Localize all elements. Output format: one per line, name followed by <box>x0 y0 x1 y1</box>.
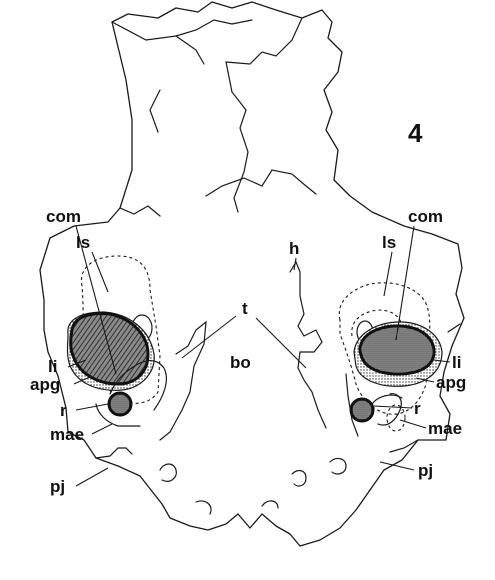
leader-pj-left <box>76 468 108 486</box>
label-bo: bo <box>230 353 251 372</box>
label-ls-left: ls <box>76 233 90 252</box>
figure-number: 4 <box>408 118 423 148</box>
label-apg-right: apg <box>436 373 466 392</box>
label-com-left: com <box>46 207 81 226</box>
label-h: h <box>289 239 299 258</box>
label-ls-right: ls <box>382 233 396 252</box>
label-mae-left: mae <box>50 425 84 444</box>
label-com-right: com <box>408 207 443 226</box>
label-pj-left: pj <box>50 477 65 496</box>
label-li-right: li <box>452 353 461 372</box>
label-t: t <box>242 299 248 318</box>
label-pj-right: pj <box>418 461 433 480</box>
left-r-circle <box>109 393 131 415</box>
label-r-right: r <box>414 399 421 418</box>
right-r-circle <box>351 399 373 421</box>
skull-outline <box>40 2 464 546</box>
label-li-left: li <box>48 357 57 376</box>
label-r-left: r <box>60 401 67 420</box>
label-apg-left: apg <box>30 375 60 394</box>
label-mae-right: mae <box>428 419 462 438</box>
